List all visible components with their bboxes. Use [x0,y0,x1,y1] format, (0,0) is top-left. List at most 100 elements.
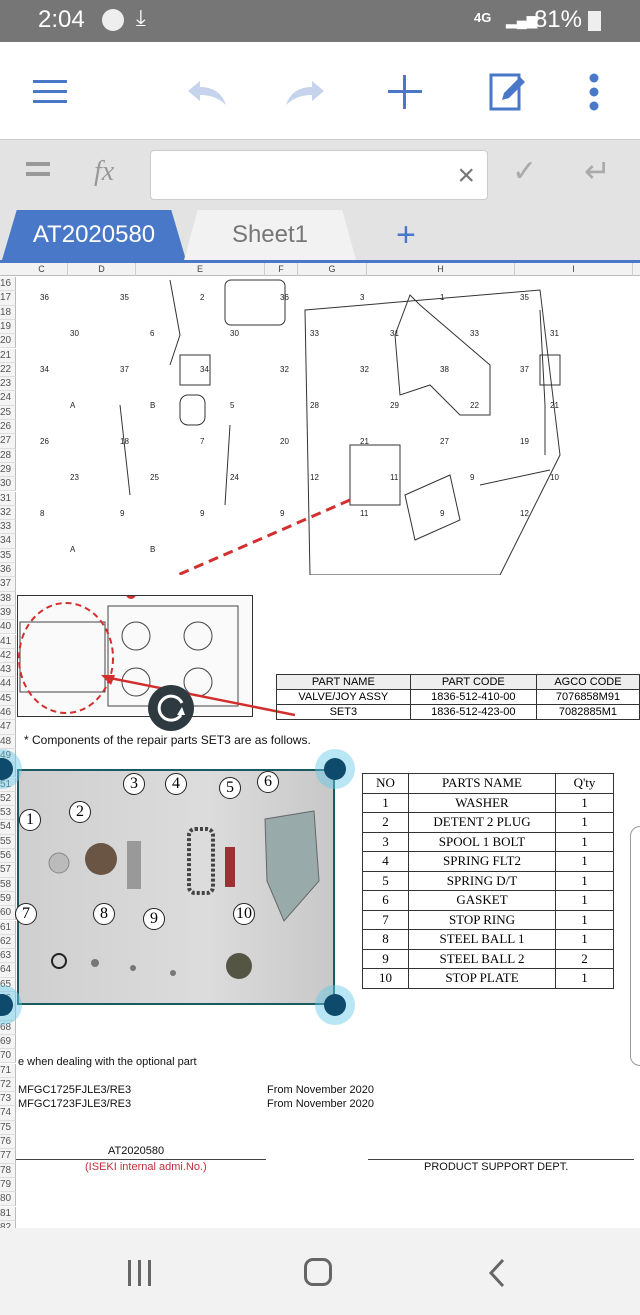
tab-sheet1[interactable]: Sheet1 [184,210,356,260]
formula-input[interactable]: × [150,150,488,200]
column-header-i[interactable]: I [515,263,633,276]
row-header[interactable]: 28 [0,448,16,463]
redo-button[interactable] [284,70,328,114]
row-header[interactable]: 70 [0,1049,16,1064]
row-header[interactable]: 32 [0,505,16,521]
cell[interactable]: 2 [555,948,614,969]
function-icon[interactable]: fx [94,156,115,187]
cell[interactable]: 9 [362,948,409,969]
cell[interactable]: 1 [555,831,614,852]
row-header[interactable]: 42 [0,648,16,664]
cell[interactable]: 2 [362,812,409,833]
row-header[interactable]: 33 [0,520,16,535]
column-header-d[interactable]: D [68,263,136,276]
cell[interactable]: 1 [555,968,614,989]
row-header[interactable]: 36 [0,563,16,578]
row-header[interactable]: 29 [0,462,16,478]
cell[interactable]: SPOOL 1 BOLT [408,831,556,852]
selection-handle-top-right[interactable] [315,749,355,789]
cell[interactable]: 7076858M91 [535,689,640,705]
row-header[interactable]: 44 [0,677,16,692]
back-icon[interactable] [488,1258,506,1288]
row-header[interactable]: 59 [0,891,16,907]
row-header[interactable]: 79 [0,1177,16,1193]
row-header[interactable]: 39 [0,605,16,621]
row-header[interactable]: 48 [0,734,16,749]
equals-icon[interactable] [26,162,50,166]
column-header-g[interactable]: G [298,263,367,276]
row-header[interactable]: 20 [0,334,16,349]
row-header[interactable]: 61 [0,920,16,935]
row-header[interactable]: 34 [0,534,16,549]
cell[interactable]: 1 [362,792,409,813]
selection-handle-bottom-left[interactable] [0,985,22,1025]
row-header[interactable]: 31 [0,491,16,506]
row-header[interactable]: 40 [0,620,16,635]
cell[interactable]: 7082885M1 [535,704,640,720]
enter-icon[interactable]: ↵ [584,153,611,189]
cell[interactable]: 4 [362,851,409,872]
row-header[interactable]: 41 [0,634,16,649]
row-header[interactable]: 51 [0,777,16,792]
row-header[interactable]: 64 [0,963,16,978]
row-header[interactable]: 82 [0,1220,16,1228]
row-header[interactable]: 25 [0,405,16,420]
cell[interactable]: GASKET [408,890,556,911]
row-header[interactable]: 63 [0,949,16,964]
row-header[interactable]: 69 [0,1034,16,1050]
cell[interactable]: 3 [362,831,409,852]
cell[interactable]: 7 [362,909,409,930]
row-header[interactable]: 57 [0,863,16,878]
row-header[interactable]: 30 [0,477,16,492]
cell[interactable]: 1 [555,929,614,950]
row-header[interactable]: 26 [0,420,16,435]
row-header[interactable]: 35 [0,548,16,563]
row-header[interactable]: 54 [0,820,16,835]
home-icon[interactable] [304,1258,332,1286]
row-header[interactable]: 65 [0,977,16,992]
cell[interactable]: 1 [555,851,614,872]
row-header[interactable]: 74 [0,1106,16,1121]
cell[interactable]: 1 [555,870,614,891]
cell[interactable]: STEEL BALL 2 [408,948,556,969]
row-header[interactable]: 62 [0,934,16,950]
column-header-e[interactable]: E [136,263,265,276]
row-header[interactable]: 75 [0,1120,16,1135]
edit-button[interactable] [486,70,530,114]
selection-handle-bottom-right[interactable] [315,985,355,1025]
selection-handle-top-left[interactable] [0,749,22,789]
undo-button[interactable] [184,70,228,114]
row-header[interactable]: 72 [0,1077,16,1093]
row-header[interactable]: 18 [0,305,16,320]
row-header[interactable]: 23 [0,377,16,392]
cell[interactable]: 1 [555,909,614,930]
cell[interactable]: 1 [555,792,614,813]
row-header[interactable]: 76 [0,1135,16,1150]
row-header[interactable]: 71 [0,1063,16,1078]
scroll-handle[interactable] [630,826,640,1066]
recent-apps-icon[interactable] [126,1260,154,1286]
row-header[interactable]: 47 [0,720,16,735]
row-header[interactable]: 37 [0,577,16,592]
row-header[interactable]: 56 [0,849,16,864]
row-header[interactable]: 21 [0,348,16,363]
row-header[interactable]: 60 [0,906,16,921]
row-header[interactable]: 16 [0,277,16,292]
row-header[interactable]: 58 [0,877,16,892]
row-header[interactable]: 52 [0,791,16,807]
cell[interactable]: VALVE/JOY ASSY [276,689,411,705]
cell[interactable]: 6 [362,890,409,911]
cell[interactable]: 1 [555,812,614,833]
row-header[interactable]: 81 [0,1206,16,1221]
cell[interactable]: SET3 [276,704,411,720]
cell[interactable]: 5 [362,870,409,891]
row-header[interactable]: 27 [0,434,16,449]
cell[interactable]: 1 [555,890,614,911]
cell[interactable]: 1836-512-410-00 [409,689,537,705]
row-header[interactable]: 73 [0,1092,16,1107]
row-header[interactable]: 24 [0,391,16,406]
row-header[interactable]: 38 [0,591,16,606]
cell[interactable]: SPRING FLT2 [408,851,556,872]
row-header[interactable]: 22 [0,362,16,378]
